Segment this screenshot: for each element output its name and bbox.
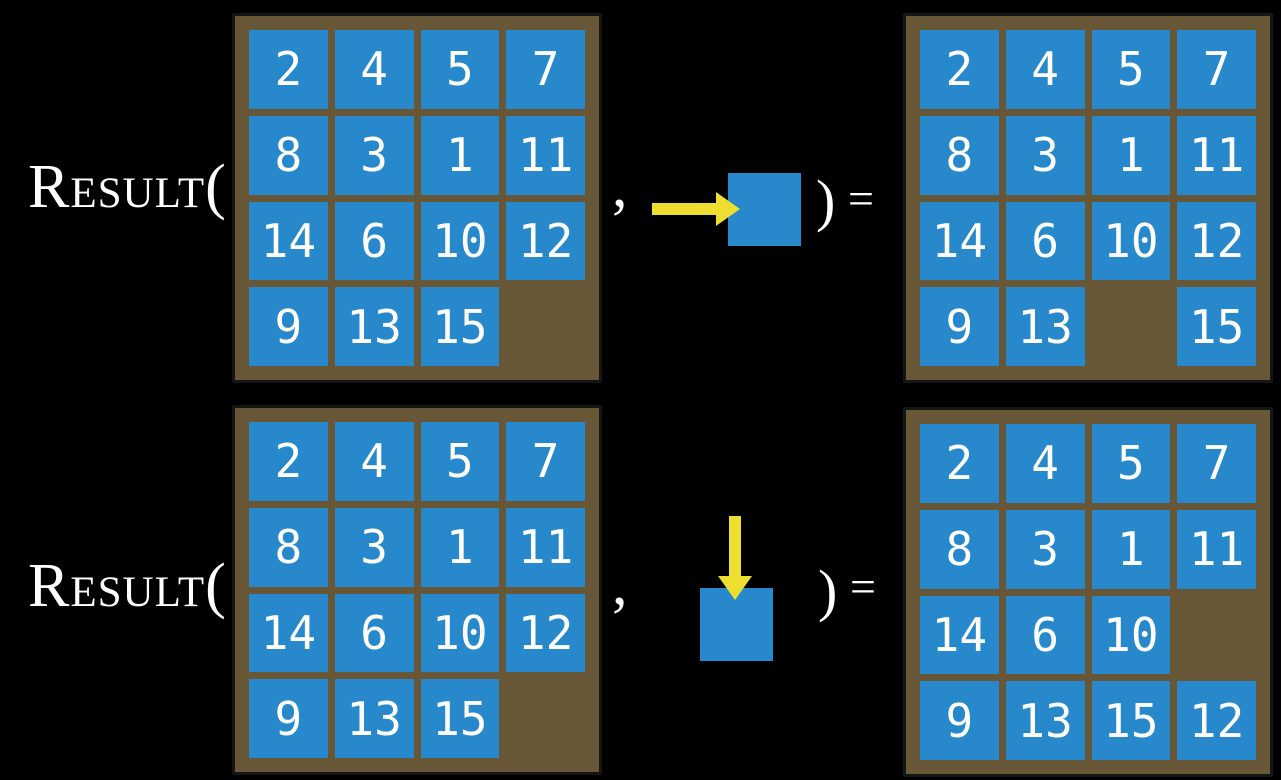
tile-8: 8	[249, 507, 328, 587]
tile-7: 7	[1177, 30, 1256, 109]
empty-cell	[506, 679, 585, 758]
tile-13: 13	[334, 287, 414, 366]
close-paren: )	[816, 168, 836, 233]
tile-1: 1	[1091, 115, 1171, 195]
comma-separator: ,	[612, 550, 628, 618]
tile-11: 11	[506, 115, 585, 195]
tile-5: 5	[420, 30, 500, 109]
tile-4: 4	[1005, 30, 1085, 109]
tile-7: 7	[1177, 424, 1256, 503]
tile-15: 15	[1091, 681, 1171, 760]
tile-1: 1	[1091, 509, 1171, 589]
tile-9: 9	[920, 681, 999, 760]
tile-6: 6	[1005, 595, 1085, 675]
tile-3: 3	[1005, 115, 1085, 195]
tile-1: 1	[420, 115, 500, 195]
tile-13: 13	[1005, 287, 1085, 366]
tile-7: 7	[506, 422, 585, 501]
tile-15: 15	[420, 679, 500, 758]
tile-12: 12	[1177, 681, 1256, 760]
tile-6: 6	[1005, 201, 1085, 281]
tile-13: 13	[1005, 681, 1085, 760]
tile-2: 2	[249, 30, 328, 109]
tile-6: 6	[334, 201, 414, 281]
comma-separator: ,	[612, 152, 628, 220]
tile-2: 2	[249, 422, 328, 501]
tile-11: 11	[1177, 115, 1256, 195]
equals-sign: =	[850, 561, 876, 612]
tile-7: 7	[506, 30, 585, 109]
tile-8: 8	[920, 509, 999, 589]
tile-15: 15	[420, 287, 500, 366]
tile-5: 5	[1091, 30, 1171, 109]
move-tile	[700, 588, 773, 661]
tile-3: 3	[1005, 509, 1085, 589]
tile-1: 1	[420, 507, 500, 587]
tile-11: 11	[506, 507, 585, 587]
tile-8: 8	[920, 115, 999, 195]
tile-13: 13	[334, 679, 414, 758]
down-arrow-icon	[718, 516, 752, 600]
tile-4: 4	[334, 30, 414, 109]
tile-9: 9	[249, 679, 328, 758]
tile-14: 14	[249, 593, 328, 673]
tile-3: 3	[334, 507, 414, 587]
close-paren: )	[818, 558, 838, 623]
move-tile	[728, 173, 801, 246]
tile-10: 10	[1091, 201, 1171, 281]
empty-cell	[1092, 287, 1171, 366]
empty-cell	[506, 287, 585, 366]
function-label: Result(	[28, 153, 227, 221]
tile-3: 3	[334, 115, 414, 195]
tile-9: 9	[249, 287, 328, 366]
tile-14: 14	[249, 201, 328, 281]
tile-8: 8	[249, 115, 328, 195]
tile-11: 11	[1177, 509, 1256, 589]
tile-4: 4	[334, 422, 414, 501]
tile-15: 15	[1177, 287, 1256, 366]
tile-4: 4	[1005, 424, 1085, 503]
tile-12: 12	[506, 593, 585, 673]
empty-cell	[1177, 596, 1256, 675]
tile-6: 6	[334, 593, 414, 673]
tile-12: 12	[506, 201, 585, 281]
tile-14: 14	[920, 595, 999, 675]
tile-2: 2	[920, 30, 999, 109]
right-arrow-icon	[652, 192, 740, 226]
tile-2: 2	[920, 424, 999, 503]
tile-9: 9	[920, 287, 999, 366]
tile-12: 12	[1177, 201, 1256, 281]
tile-5: 5	[420, 422, 500, 501]
function-label: Result(	[28, 552, 227, 620]
tile-10: 10	[420, 593, 500, 673]
tile-14: 14	[920, 201, 999, 281]
tile-5: 5	[1091, 424, 1171, 503]
tile-10: 10	[420, 201, 500, 281]
equals-sign: =	[848, 173, 874, 224]
tile-10: 10	[1091, 595, 1171, 675]
